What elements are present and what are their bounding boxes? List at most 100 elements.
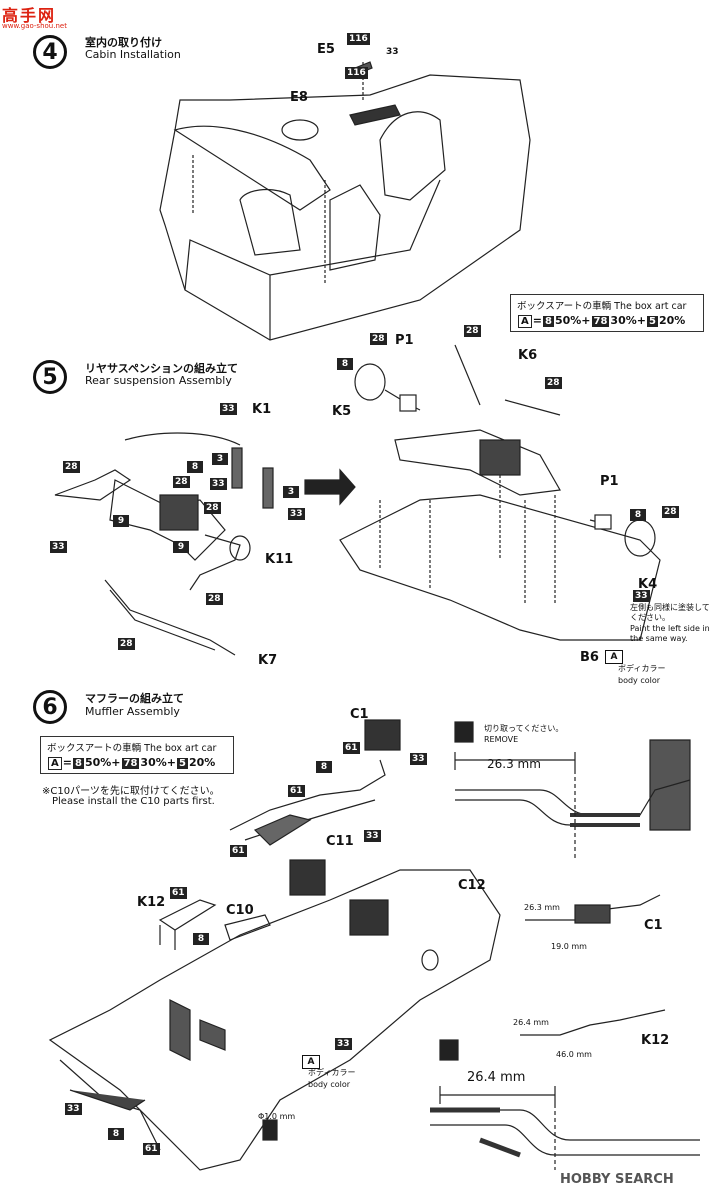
rear-chassis-drawing — [339, 494, 661, 641]
part-label-e5: E5 — [317, 42, 335, 57]
callout-8: 8 — [187, 461, 203, 473]
callout-28: 28 — [118, 638, 135, 650]
body-color-ja-step6: ボディカラー — [308, 1068, 356, 1077]
k12-cut-label: K12 — [641, 1033, 670, 1048]
part-label-c1: C1 — [350, 707, 369, 722]
callout-33-a: 33 — [384, 46, 401, 58]
color-code: A — [48, 757, 62, 770]
body-color-en-step6: body color — [308, 1080, 351, 1089]
step-5-number: 5 — [33, 360, 67, 394]
callout-33: 33 — [288, 508, 305, 520]
part-label-e8: E8 — [290, 90, 308, 105]
callout-9: 9 — [113, 515, 129, 527]
callout-61: 61 — [343, 742, 360, 754]
cut-label-ja: 切り取ってください。 — [484, 724, 564, 733]
step-6-title-en: Muffler Assembly — [85, 705, 180, 718]
k12-dim-b: 46.0 mm — [556, 1050, 592, 1059]
color-pct-3: 20% — [188, 756, 216, 769]
part-label-k12: K12 — [137, 895, 166, 910]
callout-61: 61 — [288, 785, 305, 797]
callout-28: 28 — [63, 461, 80, 473]
part-label-p1-a: P1 — [395, 333, 414, 348]
callout-61: 61 — [170, 887, 187, 899]
cut-dim-bottom: 26.4 mm — [467, 1070, 526, 1085]
step-4-number: 4 — [33, 35, 67, 69]
step-5-title-en: Rear suspension Assembly — [85, 374, 232, 387]
part-label-b6: B6 — [580, 650, 599, 665]
drill-size: Φ1.0 mm — [258, 1112, 296, 1121]
color-pct-1: 50% — [84, 756, 112, 769]
cut-icon-bottom — [440, 1040, 458, 1060]
callout-28: 28 — [173, 476, 190, 488]
callout-33: 33 — [335, 1038, 352, 1050]
callout-33: 33 — [364, 830, 381, 842]
callout-33: 33 — [633, 590, 650, 602]
color-pct-1: 50% — [554, 314, 582, 327]
color-num-2: 78 — [591, 316, 610, 327]
callout-28: 28 — [662, 506, 679, 518]
callout-3: 3 — [212, 453, 228, 465]
callout-116-b: 116 — [345, 67, 368, 79]
site-logo-text: 高手网 — [2, 6, 57, 25]
callout-33: 33 — [50, 541, 67, 553]
body-color-en-step5: body color — [618, 676, 661, 685]
color-num-1: 8 — [72, 758, 84, 769]
callout-28: 28 — [370, 333, 387, 345]
c1-dim-b: 19.0 mm — [551, 942, 587, 951]
body-color-code-step5: A — [605, 650, 623, 664]
callout-8: 8 — [316, 761, 332, 773]
part-label-k6: K6 — [518, 348, 538, 363]
part-label-c12: C12 — [458, 878, 486, 893]
cut-dim-top: 26.3 mm — [487, 757, 541, 771]
drill-icon — [263, 1120, 277, 1140]
part-label-p1-b: P1 — [600, 474, 619, 489]
brand-text: HOBBY SEARCH — [560, 1172, 674, 1187]
callout-8: 8 — [108, 1128, 124, 1140]
step-5-title-ja: リヤサスペンションの組み立て — [85, 362, 239, 375]
color-box-step6-title: ボックスアートの車輌 The box art car — [47, 743, 217, 754]
site-url: www.gao-shou.net — [2, 22, 67, 30]
site-logo: 高手网 — [2, 2, 56, 26]
color-num-2: 78 — [121, 758, 140, 769]
part-label-k4: K4 — [638, 577, 658, 592]
color-code: A — [518, 315, 532, 328]
callout-116-a: 116 — [347, 33, 370, 45]
callout-61: 61 — [230, 845, 247, 857]
color-num-3: 5 — [646, 316, 658, 327]
color-pct-2: 30% — [610, 314, 637, 327]
part-label-k5: K5 — [332, 404, 352, 419]
callout-33: 33 — [410, 753, 427, 765]
body-color-code-step6: A — [302, 1055, 320, 1069]
muffler-underbody-drawing — [48, 869, 501, 1171]
color-num-3: 5 — [176, 758, 188, 769]
callout-28: 28 — [204, 502, 221, 514]
callout-28: 28 — [545, 377, 562, 389]
step-4-title-ja: 室内の取り付け — [85, 36, 162, 49]
color-num-1: 8 — [542, 316, 554, 327]
callout-28: 28 — [464, 325, 481, 337]
step-6-number: 6 — [33, 690, 67, 724]
callout-3: 3 — [283, 486, 299, 498]
install-note-en: Please install the C10 parts first. — [52, 796, 215, 807]
rear-suspension-drawing — [54, 469, 132, 501]
callout-33: 33 — [220, 403, 237, 415]
callout-28: 28 — [206, 593, 223, 605]
callout-8: 8 — [193, 933, 209, 945]
callout-8: 8 — [630, 509, 646, 521]
c1-dim-a: 26.3 mm — [524, 903, 560, 912]
cut-icon — [455, 722, 473, 742]
color-pct-3: 20% — [658, 314, 686, 327]
c1-cut-label: C1 — [644, 918, 663, 933]
color-box-step5-title: ボックスアートの車輌 The box art car — [517, 301, 687, 312]
callout-33: 33 — [65, 1103, 82, 1115]
paint-note-ja: 左側も同様に塗装してください。 — [630, 603, 710, 622]
step-4-title-en: Cabin Installation — [85, 48, 181, 61]
step-6-title-ja: マフラーの組み立て — [85, 692, 184, 705]
callout-61: 61 — [143, 1143, 160, 1155]
callout-8: 8 — [337, 358, 353, 370]
callout-33: 33 — [210, 478, 227, 490]
